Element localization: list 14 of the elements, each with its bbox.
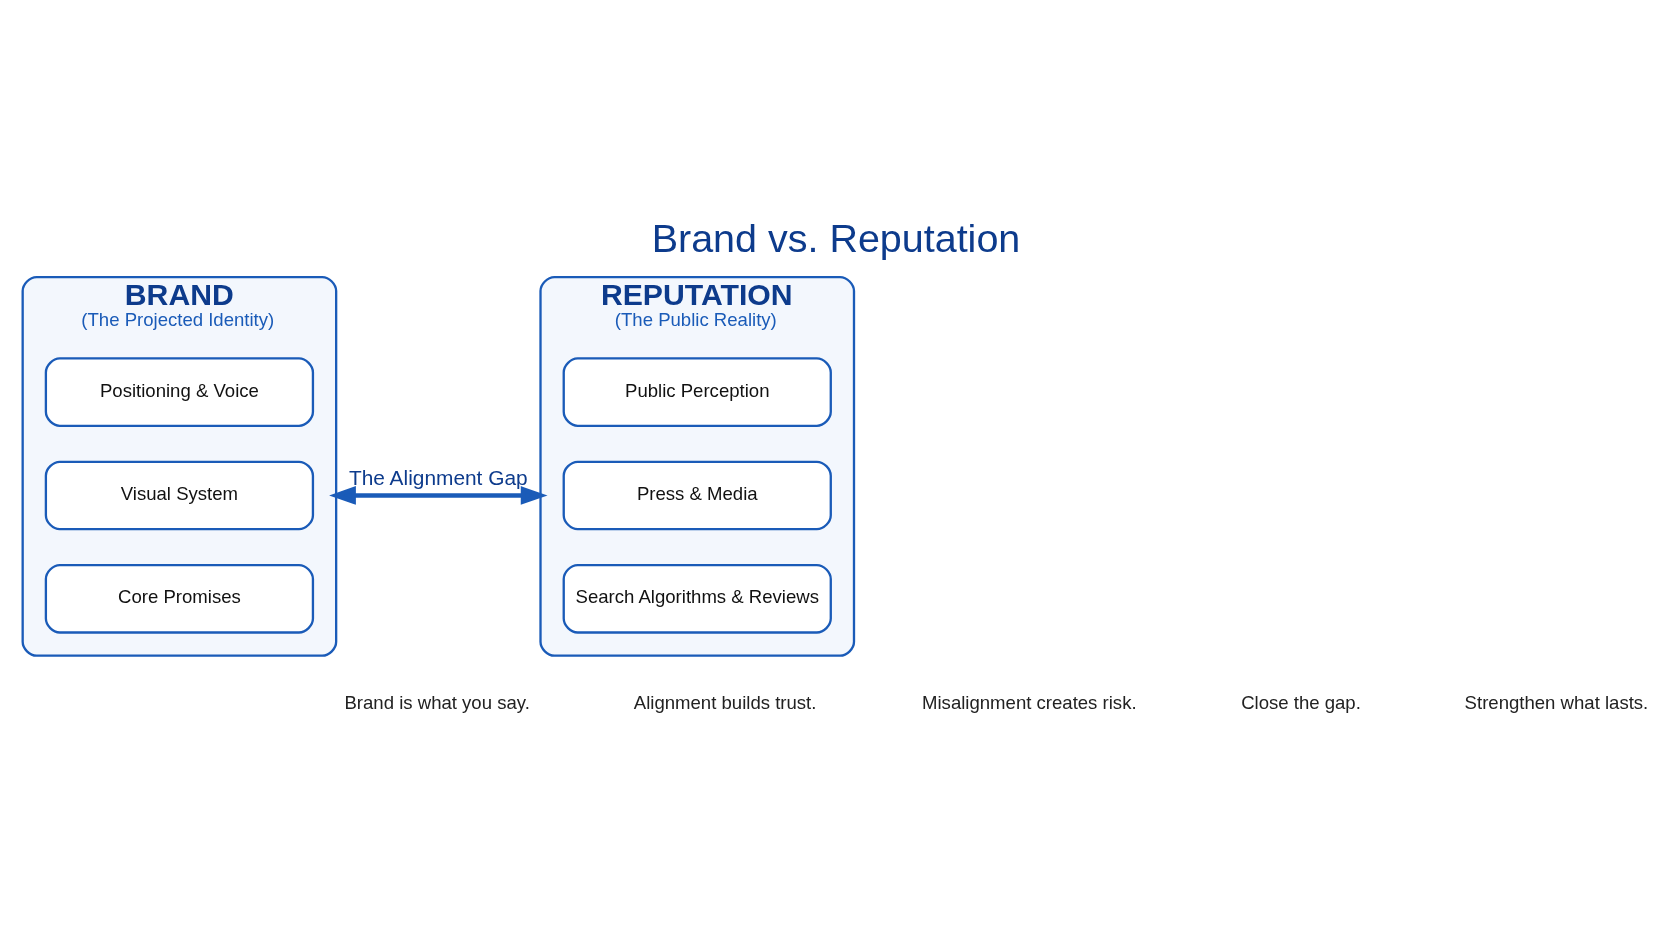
diagram-title: Brand vs. Reputation bbox=[651, 215, 1021, 260]
node-box: Press & Media bbox=[562, 460, 832, 531]
label: Misalignment creates risk. bbox=[922, 691, 1137, 713]
label: Brand is what you say. bbox=[344, 691, 530, 713]
node-box: Visual System bbox=[44, 460, 315, 531]
node-box: Search Algorithms & Reviews bbox=[562, 563, 832, 634]
label: Close the gap. bbox=[1241, 691, 1361, 713]
label: Strengthen what lasts. bbox=[1464, 691, 1649, 713]
node-box: Public Perception bbox=[562, 357, 832, 427]
label: Alignment builds trust. bbox=[633, 691, 817, 713]
arrow bbox=[329, 486, 548, 505]
node-box: Positioning & Voice bbox=[44, 357, 315, 427]
node-box: Core Promises bbox=[44, 563, 315, 634]
edge-label: The Alignment Gap bbox=[348, 466, 528, 490]
